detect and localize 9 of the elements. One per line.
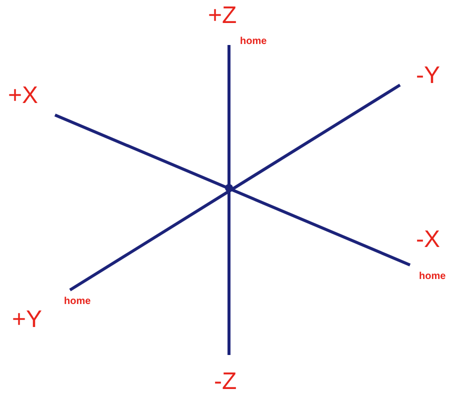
annotation-text: home (64, 297, 91, 307)
annotation-text: home (240, 37, 267, 47)
axis-label: -X (416, 228, 440, 252)
axis-label: +X (8, 84, 38, 108)
axis-label: -Z (214, 370, 237, 394)
axis-label: +Y (12, 308, 42, 332)
annotation-text: home (419, 272, 446, 282)
axis-label: +Z (208, 4, 237, 28)
axis-label: -Y (416, 64, 440, 88)
